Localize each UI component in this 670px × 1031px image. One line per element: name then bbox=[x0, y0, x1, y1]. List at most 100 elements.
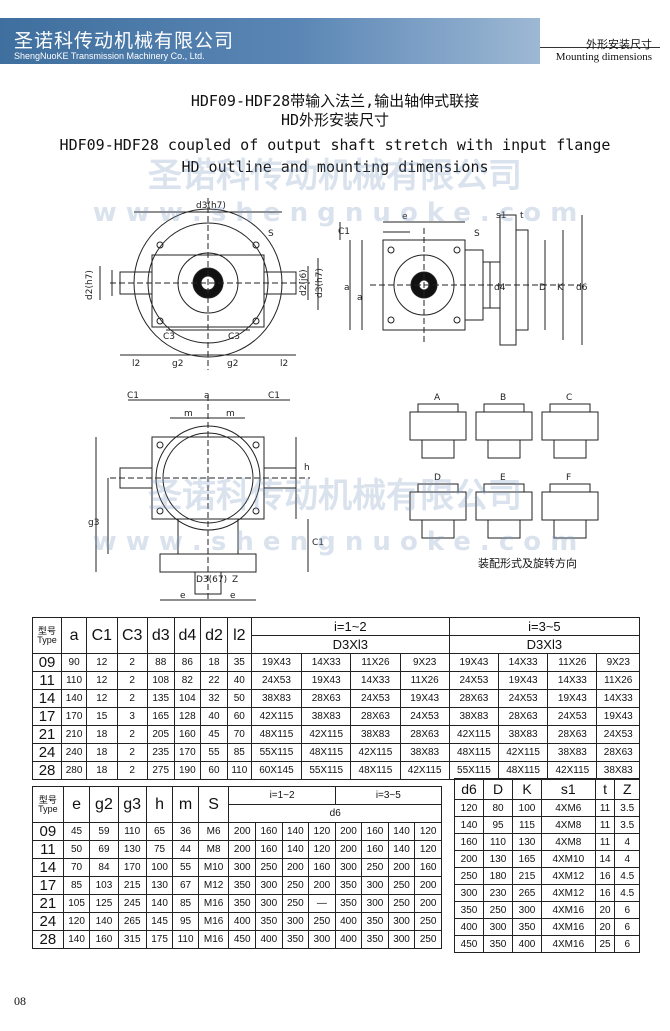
table-cell: 38X83 bbox=[250, 689, 303, 708]
table-cell: 42X115 bbox=[350, 743, 401, 762]
table-cell: 4.5 bbox=[614, 884, 640, 902]
label-z: Z bbox=[232, 575, 238, 585]
table-cell: 60X145 bbox=[250, 761, 303, 780]
table-cell: 18 bbox=[86, 761, 118, 780]
label-c1-plan-left: C1 bbox=[127, 391, 139, 401]
table-cell: 20 bbox=[594, 918, 616, 936]
table-cell: 4XM10 bbox=[541, 850, 596, 868]
table-cell: 3.5 bbox=[614, 799, 640, 817]
label-c1-side: C1 bbox=[338, 227, 350, 237]
col-header: t bbox=[594, 778, 616, 800]
label-d3-67: D3(67) bbox=[196, 575, 227, 585]
table-cell: 350 bbox=[361, 930, 389, 949]
label-g3: g3 bbox=[88, 518, 99, 528]
table-cell: 350 bbox=[228, 894, 257, 913]
sub-header: d6 bbox=[228, 804, 442, 823]
col-header: g2 bbox=[89, 786, 119, 823]
table-cell: 240 bbox=[61, 743, 88, 762]
table-cell: 17 bbox=[31, 707, 63, 726]
table-cell: 12 bbox=[86, 689, 118, 708]
table-cell: 42X115 bbox=[547, 761, 598, 780]
table-cell: M10 bbox=[197, 858, 230, 877]
table-cell: 130 bbox=[145, 876, 174, 895]
table-cell: 55X115 bbox=[448, 761, 500, 780]
label-form-b: B bbox=[500, 393, 506, 403]
table-cell: 24X53 bbox=[350, 689, 401, 708]
table-cell: 55 bbox=[200, 743, 228, 762]
company-name-en: ShengNuoKE Transmission Machinery Co., L… bbox=[14, 51, 205, 61]
col-header: Z bbox=[614, 778, 640, 800]
table-cell: 4XM12 bbox=[541, 884, 596, 902]
table-cell: 115 bbox=[512, 816, 542, 834]
table-cell: 32 bbox=[200, 689, 228, 708]
label-form-a: A bbox=[434, 393, 441, 403]
table-cell: 315 bbox=[117, 930, 147, 949]
table-cell: 14X33 bbox=[350, 671, 401, 690]
label-t: t bbox=[520, 211, 524, 221]
table-cell: M16 bbox=[197, 912, 230, 931]
label-m-right: m bbox=[226, 409, 235, 419]
table-cell: 250 bbox=[414, 930, 442, 949]
table-cell: 350 bbox=[281, 930, 310, 949]
table-cell: 300 bbox=[361, 876, 389, 895]
label-a2-side: a bbox=[357, 293, 363, 303]
table-cell: M12 bbox=[197, 876, 230, 895]
table-cell: 400 bbox=[334, 930, 363, 949]
table-cell: 11 bbox=[594, 799, 616, 817]
table-cell: 86 bbox=[173, 653, 202, 672]
table-cell: 200 bbox=[387, 858, 416, 877]
col-header: d4 bbox=[173, 617, 202, 654]
table-cell: 60 bbox=[200, 761, 228, 780]
table-cell: 104 bbox=[173, 689, 202, 708]
table-cell: 11 bbox=[31, 671, 63, 690]
table-cell: 250 bbox=[361, 858, 389, 877]
col-header: K bbox=[512, 778, 542, 800]
table-cell: 275 bbox=[146, 761, 175, 780]
table-cell: 140 bbox=[387, 840, 416, 859]
table-cell: 6 bbox=[614, 918, 640, 936]
table-cell: 24X53 bbox=[448, 671, 500, 690]
table-cell: 11X26 bbox=[596, 671, 640, 690]
table-cell: M8 bbox=[197, 840, 230, 859]
table-cell: 215 bbox=[512, 867, 542, 885]
table-cell: 300 bbox=[387, 912, 416, 931]
table-cell: 19X43 bbox=[301, 671, 352, 690]
table-cell: 300 bbox=[454, 884, 484, 902]
table-cell: 210 bbox=[61, 725, 88, 744]
table-cell: 400 bbox=[454, 918, 484, 936]
table-cell: 3.5 bbox=[614, 816, 640, 834]
table-cell: 200 bbox=[334, 822, 363, 841]
table-cell: 42X115 bbox=[498, 743, 549, 762]
document-titles: HDF09-HDF28带输入法兰,输出轴伸式联接 HD外形安装尺寸 HDF09-… bbox=[0, 92, 670, 178]
table-cell: 160 bbox=[308, 858, 336, 877]
table-cell: 50 bbox=[226, 689, 252, 708]
table-cell: 18 bbox=[86, 725, 118, 744]
table-cell: 2 bbox=[116, 653, 148, 672]
table-cell: 95 bbox=[172, 912, 199, 931]
table-cell: 200 bbox=[228, 840, 257, 859]
table-cell: 2 bbox=[116, 743, 148, 762]
table-cell: 28X63 bbox=[596, 743, 640, 762]
label-form-e: E bbox=[500, 473, 506, 483]
col-header: g3 bbox=[117, 786, 147, 823]
table-cell: 160 bbox=[361, 822, 389, 841]
table-cell: 11 bbox=[32, 840, 64, 859]
table-cell: 4XM16 bbox=[541, 901, 596, 919]
table-cell: 36 bbox=[172, 822, 199, 841]
table-cell: 350 bbox=[454, 901, 484, 919]
table-cell: 140 bbox=[281, 840, 310, 859]
table-cell: 120 bbox=[414, 822, 442, 841]
table-cell: 4.5 bbox=[614, 867, 640, 885]
table-cell: 100 bbox=[512, 799, 542, 817]
table-cell: 14X33 bbox=[596, 689, 640, 708]
table-cell: 28X63 bbox=[498, 707, 549, 726]
header-band bbox=[0, 18, 540, 64]
table-cell: 42X115 bbox=[301, 725, 352, 744]
table-cell: 88 bbox=[146, 653, 175, 672]
table-cell: 200 bbox=[228, 822, 257, 841]
